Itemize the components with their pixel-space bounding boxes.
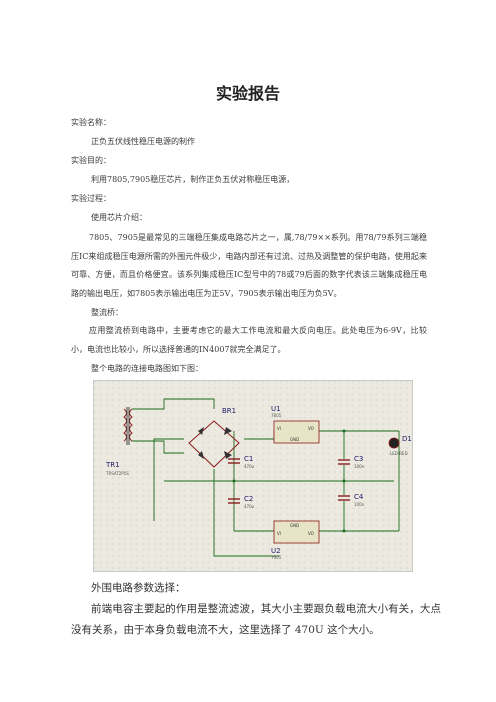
u1-gnd: GND	[290, 437, 299, 442]
circuit-svg: TR1 TRSAT2P5S	[94, 381, 412, 571]
u1-label: U1	[271, 405, 281, 413]
led-d1: D1 LED-RED	[388, 435, 412, 456]
u1-vo: VO	[308, 426, 314, 431]
c2-label: C2	[244, 495, 253, 503]
process-label: 实验过程：	[71, 194, 111, 203]
tr-sub: TRSAT2P5S	[105, 471, 129, 476]
u2-sub: 7905	[271, 555, 282, 560]
u2-vo: VO	[308, 531, 314, 536]
c1-label: C1	[244, 455, 253, 463]
regulator-u2: U2 7905 VI VO GND	[271, 520, 320, 560]
u2-gnd: GND	[290, 523, 299, 528]
c4-val: 100n	[354, 502, 365, 507]
u1-vi: VI	[277, 426, 281, 431]
circuit-diagram: TR1 TRSAT2P5S	[93, 380, 413, 572]
regulator-u1: U1 7805 VI VO GND	[271, 405, 320, 444]
junction-dots	[232, 429, 346, 533]
chip-intro-label: 使用芯片介绍：	[91, 213, 147, 222]
c4-label: C4	[354, 493, 364, 501]
u2-vi: VI	[277, 531, 281, 536]
name-value: 正负五伏线性稳压电源的制作	[91, 137, 195, 146]
capacitor-c3: C3 100n	[338, 455, 365, 469]
c1-val: 470u	[244, 464, 255, 469]
name-label: 实验名称：	[71, 118, 111, 127]
capacitor-c2: C2 470u	[228, 495, 255, 509]
purpose-value: 利用7805,7905稳压芯片，制作正负五伏对称稳压电源，	[91, 175, 295, 184]
params-label: 外围电路参数选择：	[91, 582, 186, 594]
c3-val: 100n	[354, 464, 365, 469]
br-label: BR1	[222, 407, 236, 415]
rectifier-label: 整流桥：	[91, 308, 123, 317]
transformer-symbol: TR1 TRSAT2P5S	[105, 407, 133, 476]
page-title: 实验报告	[215, 84, 280, 103]
params-text: 前端电容主要起的作用是整流滤波，其大小主要跟负载电流大小有关，大点没有关系，由于…	[71, 603, 441, 636]
c3-label: C3	[354, 455, 363, 463]
u2-label: U2	[271, 547, 281, 555]
c2-val: 470u	[244, 504, 255, 509]
capacitor-c1: C1 470u	[228, 455, 255, 469]
tr-label: TR1	[105, 461, 120, 469]
capacitor-c4: C4 100n	[338, 493, 365, 507]
rectifier-text: 应用整流桥到电路中，主要考虑它的最大工作电流和最大反向电压。此处电压为6-9V，…	[71, 326, 427, 354]
d1-sub: LED-RED	[390, 451, 408, 456]
bridge-rectifier: BR1	[188, 407, 240, 468]
circuit-intro: 整个电路的连接电路图如下图：	[91, 364, 203, 373]
purpose-label: 实验目的：	[71, 156, 111, 165]
chip-intro-text: 7805、7905是最常见的三端稳压集成电路芯片之一，属,78/79××系列。用…	[71, 233, 427, 298]
d1-label: D1	[402, 435, 412, 443]
u1-sub: 7805	[271, 413, 282, 418]
